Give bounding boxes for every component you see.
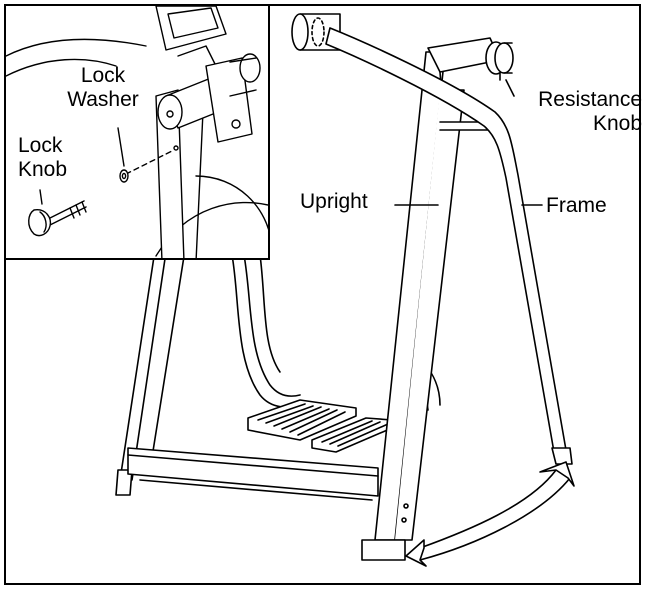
resistance-knob-label-line2: Knob <box>592 112 642 135</box>
resistance-knob-leader <box>505 79 515 97</box>
rotation-arrow <box>405 461 575 567</box>
lock-knob-detail-inset <box>4 4 270 260</box>
upright-label: Upright <box>300 190 368 213</box>
base-rail <box>127 447 379 501</box>
lock-washer-label-line1: Lock <box>80 64 126 87</box>
resistance-housing <box>427 37 514 99</box>
right-pedal <box>311 417 393 453</box>
frame-tube <box>325 27 573 465</box>
lock-knob-label-line2: Knob <box>18 158 68 181</box>
lock-knob-label: Lock Knob <box>18 134 88 182</box>
lock-knob-label-line1: Lock <box>18 134 63 157</box>
rear-left-post <box>115 249 186 496</box>
inset-illustration <box>6 6 268 258</box>
resistance-knob-label-line1: Resistance <box>538 88 642 111</box>
lock-washer-label: Lock Washer <box>58 64 148 112</box>
frame-label: Frame <box>546 194 607 217</box>
resistance-knob-label: Resistance Knob <box>512 88 642 136</box>
left-pedal <box>247 399 357 441</box>
lock-washer-label-line2: Washer <box>67 88 139 111</box>
